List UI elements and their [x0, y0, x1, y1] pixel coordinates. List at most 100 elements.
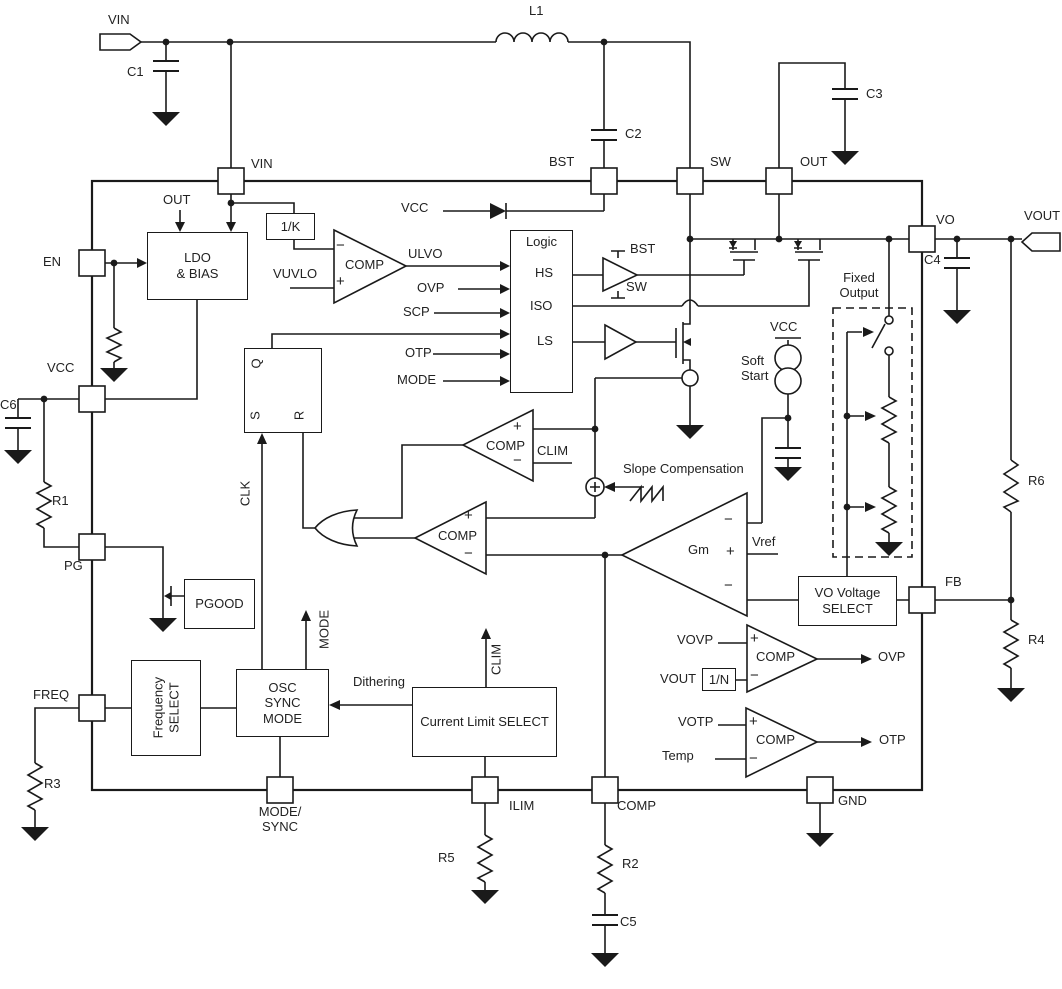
uvlo-comp-label: COMP: [345, 257, 384, 272]
ovp-out-label: OVP: [878, 649, 906, 664]
otp-comparator: [745, 706, 819, 779]
capacitor-c6: [5, 417, 31, 429]
vuvlo-label: VUVLO: [273, 266, 318, 281]
pin-gnd-label: GND: [838, 793, 867, 808]
slope-compensation-label: Slope Compensation: [623, 461, 744, 476]
gm-label: Gm: [688, 542, 709, 557]
hs-gate-driver: [602, 256, 639, 293]
latch-s-label: S: [247, 411, 263, 420]
c1-label: C1: [127, 64, 144, 79]
inductor-l1: [495, 32, 569, 43]
pin-ilim-label: ILIM: [509, 798, 535, 813]
vcc-soft-start-label: VCC: [770, 319, 798, 334]
ulvo-label: ULVO: [408, 246, 443, 261]
resistor-r4: [1002, 619, 1020, 669]
logic-iso-label: ISO: [530, 298, 553, 313]
pin-out-square: [765, 167, 793, 195]
pin-gnd-square: [806, 776, 834, 804]
pwm-minus-sign: −: [464, 545, 473, 562]
ground-symbols: [4, 112, 1025, 967]
gm-minus-bottom-sign: −: [724, 577, 733, 594]
ic-pins: [78, 167, 936, 804]
ls-gate-driver: [604, 323, 638, 361]
ovp-in-label: OVP: [417, 280, 445, 295]
vref-label: Vref: [752, 534, 776, 549]
osc-sync-mode-block: OSC SYNC MODE: [236, 669, 329, 737]
pin-vcc-label: VCC: [47, 360, 75, 375]
bst-rail-label: BST: [630, 241, 656, 256]
summing-node-plus: [590, 482, 600, 492]
c3-label: C3: [866, 86, 883, 101]
pin-freq-square: [78, 694, 106, 722]
sr-latch-block: [244, 348, 322, 433]
or-gate: [313, 509, 359, 547]
divider-1n-block: 1/N: [702, 668, 736, 691]
r4-label: R4: [1028, 632, 1045, 647]
capacitors: [5, 60, 970, 926]
dithering-label: Dithering: [353, 674, 406, 689]
frequency-select-label: Frequency SELECT: [150, 677, 181, 739]
diode-vcc-bst: [490, 203, 506, 219]
fixed-output-label: Fixed Output: [839, 270, 879, 300]
mode-in-label: MODE: [397, 372, 436, 387]
capacitor-c3: [832, 88, 858, 100]
body-arrow-ls-fet: [683, 338, 691, 346]
otp-comp-label: COMP: [756, 732, 795, 747]
divider-1k-block: 1/K: [266, 213, 315, 240]
out-feed-label: OUT: [163, 192, 191, 207]
pin-comp-square: [591, 776, 619, 804]
pin-ilim-square: [471, 776, 499, 804]
resistor-en-pulldown: [105, 327, 123, 363]
mode-arrow-label: MODE: [316, 609, 332, 649]
pin-fb-square: [908, 586, 936, 614]
otp-out-label: OTP: [879, 732, 906, 747]
vin-connector-symbol: [99, 33, 143, 51]
pin-comp-label: COMP: [617, 798, 656, 813]
fixed-output-dashed-box: [832, 307, 913, 558]
c6-label: C6: [0, 397, 17, 412]
latch-q-label: Q: [248, 358, 264, 369]
clim-minus-sign: −: [513, 452, 522, 469]
body-diode-hs-fet: [729, 241, 737, 248]
pin-mode-sync-square: [266, 776, 294, 804]
ovp-minus-sign: −: [750, 667, 759, 684]
vin-connector-label: VIN: [108, 12, 130, 27]
temp-label: Temp: [662, 748, 694, 763]
clim-arrow-label: CLIM: [488, 643, 504, 675]
pin-vo-square: [908, 225, 936, 253]
pwm-plus-sign: +: [464, 507, 473, 524]
ovp-plus-sign: +: [750, 630, 759, 647]
latch-r-label: R: [291, 410, 307, 421]
clim-input-label: CLIM: [537, 443, 569, 458]
vo-voltage-select-block: VO Voltage SELECT: [798, 576, 897, 626]
vout-connector-label: VOUT: [1024, 208, 1061, 223]
resistor-divider-bottom: [880, 486, 898, 534]
wires: [17, 41, 1022, 953]
current-limit-select-block: Current Limit SELECT: [412, 687, 557, 757]
resistor-r2: [596, 844, 614, 894]
r2-label: R2: [622, 856, 639, 871]
pin-fb-label: FB: [945, 574, 962, 589]
gm-plus-sign: +: [726, 543, 735, 560]
clim-comp-label: COMP: [486, 438, 525, 453]
sawtooth-waveform: [629, 484, 664, 504]
pin-en-square: [78, 249, 106, 277]
body-diode-iso-fet: [794, 241, 802, 248]
pin-bst-label: BST: [549, 154, 575, 169]
pin-mode-sync-label: MODE/ SYNC: [258, 804, 302, 834]
pin-vin-label: VIN: [251, 156, 273, 171]
pin-vcc-square: [78, 385, 106, 413]
io-connectors: [99, 33, 1061, 252]
switch-blade: [871, 323, 886, 349]
r3-label: R3: [44, 776, 61, 791]
c2-label: C2: [625, 126, 642, 141]
gm-error-amplifier: [620, 491, 748, 618]
amplifier-symbols: [313, 228, 894, 779]
vout-sense-label: VOUT: [660, 671, 697, 686]
select-switch: [884, 315, 894, 325]
otp-plus-sign: +: [749, 713, 758, 730]
resistors: [26, 327, 1020, 894]
c4-label: C4: [924, 252, 941, 267]
c5-label: C5: [620, 914, 637, 929]
pin-pg-label: PG: [64, 558, 83, 573]
